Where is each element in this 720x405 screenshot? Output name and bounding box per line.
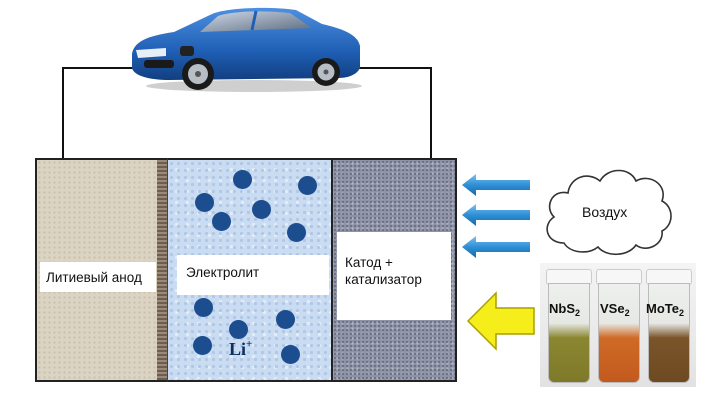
li-ion-charge: + [246, 338, 253, 350]
vial-vse2 [596, 269, 642, 383]
arrow-left-icon [462, 204, 530, 226]
formula-subscript: 2 [678, 308, 684, 318]
formula-base: NbS [549, 301, 575, 316]
car-icon [132, 7, 362, 92]
cathode-label: Катод + катализатор [337, 232, 451, 320]
wire-left-vertical [62, 68, 64, 158]
catalyst-vials-photo: NbS2 VSe2 MoTe2 [540, 263, 696, 387]
separator [157, 158, 167, 382]
air-arrows [462, 174, 530, 258]
formula-base: VSe [600, 301, 625, 316]
anode-label: Литиевый анод [40, 262, 156, 292]
lithium-anode: Литиевый анод [35, 158, 157, 382]
cathode-label-line2: катализатор [345, 272, 422, 287]
cloud-icon [546, 169, 672, 256]
light-arrow [466, 291, 535, 351]
li-ion-symbol: Li [229, 339, 247, 359]
vial-nbs2 [546, 269, 592, 383]
vial-label-vse2: VSe2 [600, 301, 630, 318]
formula-subscript: 2 [575, 308, 581, 318]
vial-label-nbs2: NbS2 [549, 301, 580, 318]
cathode-label-line1: Катод + [345, 255, 393, 270]
vial-label-mote2: MoTe2 [646, 301, 684, 318]
li-ion-label: Li+ [229, 338, 252, 360]
vial-mote2 [646, 269, 692, 383]
cathode-catalyst: Катод + катализатор [333, 158, 457, 382]
arrow-left-icon [462, 174, 530, 196]
wire-right-vertical [430, 67, 432, 158]
formula-base: MoTe [646, 301, 679, 316]
air-label: Воздух [582, 204, 628, 220]
arrow-left-icon [462, 236, 530, 258]
arrow-left-icon [466, 291, 535, 351]
electrolyte-label: Электролит [177, 255, 329, 295]
formula-subscript: 2 [624, 308, 630, 318]
